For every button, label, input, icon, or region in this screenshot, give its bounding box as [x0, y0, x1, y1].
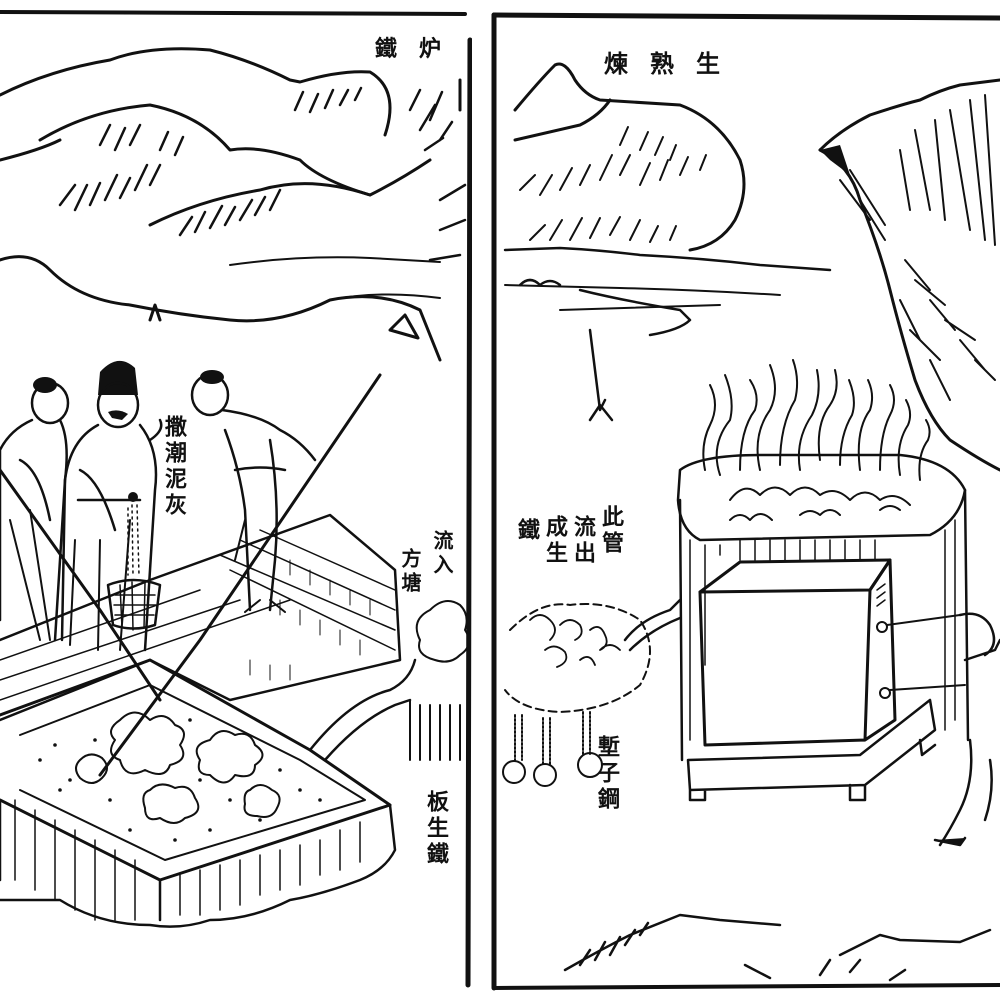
basket-icon	[106, 578, 162, 631]
right-page-title: 煉熟生	[604, 49, 742, 78]
molten-pool	[502, 598, 682, 787]
worker-official-icon	[60, 360, 163, 652]
left-page-artwork	[0, 10, 472, 988]
mountains-icon	[503, 62, 1000, 472]
right-page-artwork	[491, 12, 1000, 991]
worker-left-icon	[0, 377, 70, 642]
ingots-icon	[502, 711, 603, 787]
label-pipe-col3: 成生	[542, 515, 568, 567]
workers-group	[0, 360, 382, 777]
label-scatter-mud-ash: 撒潮泥灰	[161, 415, 187, 519]
mountains-icon	[0, 47, 467, 362]
ground-line	[563, 913, 992, 982]
furnace-icon	[676, 359, 970, 802]
label-plate-pig-iron: 板生鐵	[423, 790, 449, 868]
square-mold-pond	[0, 658, 397, 928]
label-pipe-col2: 流出	[570, 515, 596, 567]
right-page-smelting: 煉熟生 此管 流出 成生 鐵 塹子鋼	[486, 0, 1000, 1000]
label-flow-into-pond-2: 方塘	[398, 548, 422, 596]
flames-icon	[702, 359, 931, 521]
worker-bellows-icon	[933, 612, 1000, 847]
pole-right	[98, 373, 382, 777]
label-ingot-iron: 塹子鋼	[594, 735, 620, 813]
worker-right-icon	[190, 370, 317, 613]
left-page-iron-furnace: 鐵炉 撒潮泥灰 流入 方塘 板生鐵	[0, 0, 472, 1000]
flow-channel	[308, 600, 470, 762]
bellows-box	[698, 558, 966, 747]
label-flow-into-pond-1: 流入	[430, 530, 454, 578]
label-pipe-col1: 此管	[598, 505, 624, 557]
pole-left	[0, 468, 162, 702]
left-page-title: 鐵炉	[375, 36, 464, 62]
label-pipe-col4: 鐵	[514, 518, 540, 544]
